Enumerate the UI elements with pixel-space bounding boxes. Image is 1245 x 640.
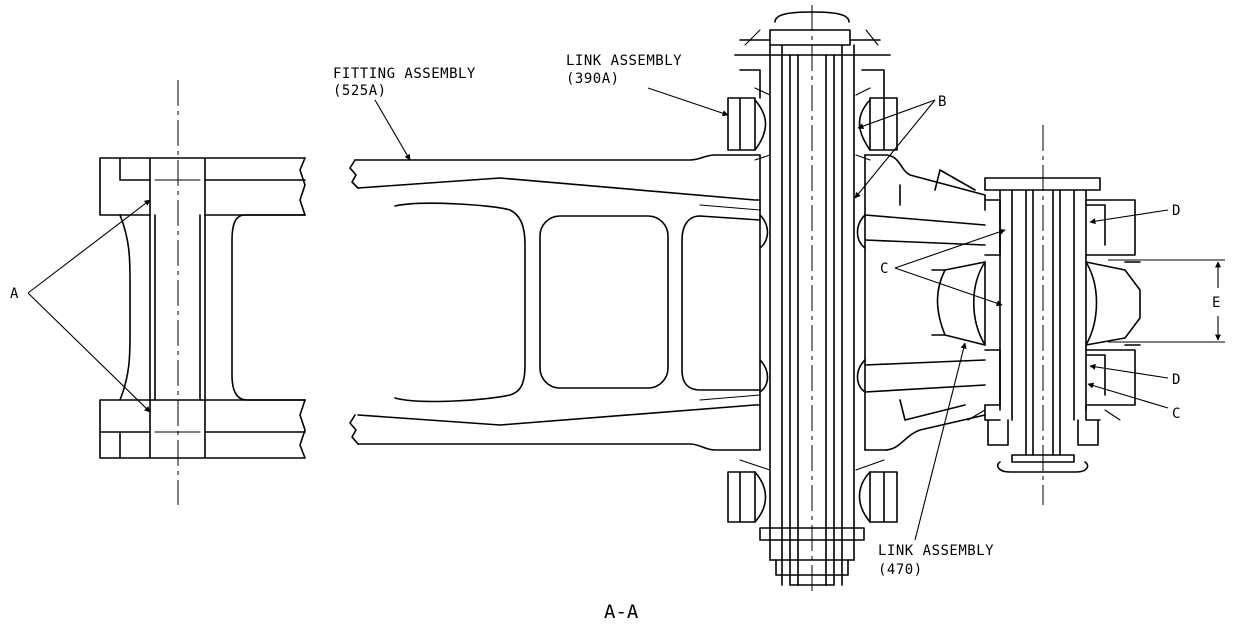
section-title: A-A bbox=[604, 601, 639, 623]
callout-d-upper: D bbox=[1172, 203, 1181, 219]
callout-c-left: C bbox=[880, 261, 889, 277]
label-fitting-assembly-line1: FITTING ASSEMBLY bbox=[333, 66, 476, 82]
label-link-assembly-470-line2: (470) bbox=[878, 562, 923, 578]
label-fitting-assembly-line2: (525A) bbox=[333, 83, 387, 99]
callout-b: B bbox=[938, 94, 947, 110]
leader-lines bbox=[27, 87, 1169, 541]
label-link-assembly-470-line1: LINK ASSEMBLY bbox=[878, 543, 994, 559]
callout-c-right: C bbox=[1172, 406, 1181, 422]
fitting-assembly-body bbox=[349, 154, 761, 451]
main-pin-assembly bbox=[727, 5, 898, 592]
left-section-view bbox=[99, 80, 306, 505]
label-link-assembly-390a-line1: LINK ASSEMBLY bbox=[566, 53, 682, 69]
callout-a: A bbox=[10, 286, 19, 302]
right-lug bbox=[864, 154, 986, 451]
callout-d-lower: D bbox=[1172, 372, 1181, 388]
labels: FITTING ASSEMBLY (525A) LINK ASSEMBLY (3… bbox=[10, 53, 1221, 623]
dimension-e bbox=[1108, 259, 1225, 343]
secondary-pin-assembly bbox=[931, 125, 1141, 505]
callout-e: E bbox=[1212, 295, 1221, 311]
label-link-assembly-390a-line2: (390A) bbox=[566, 71, 620, 87]
